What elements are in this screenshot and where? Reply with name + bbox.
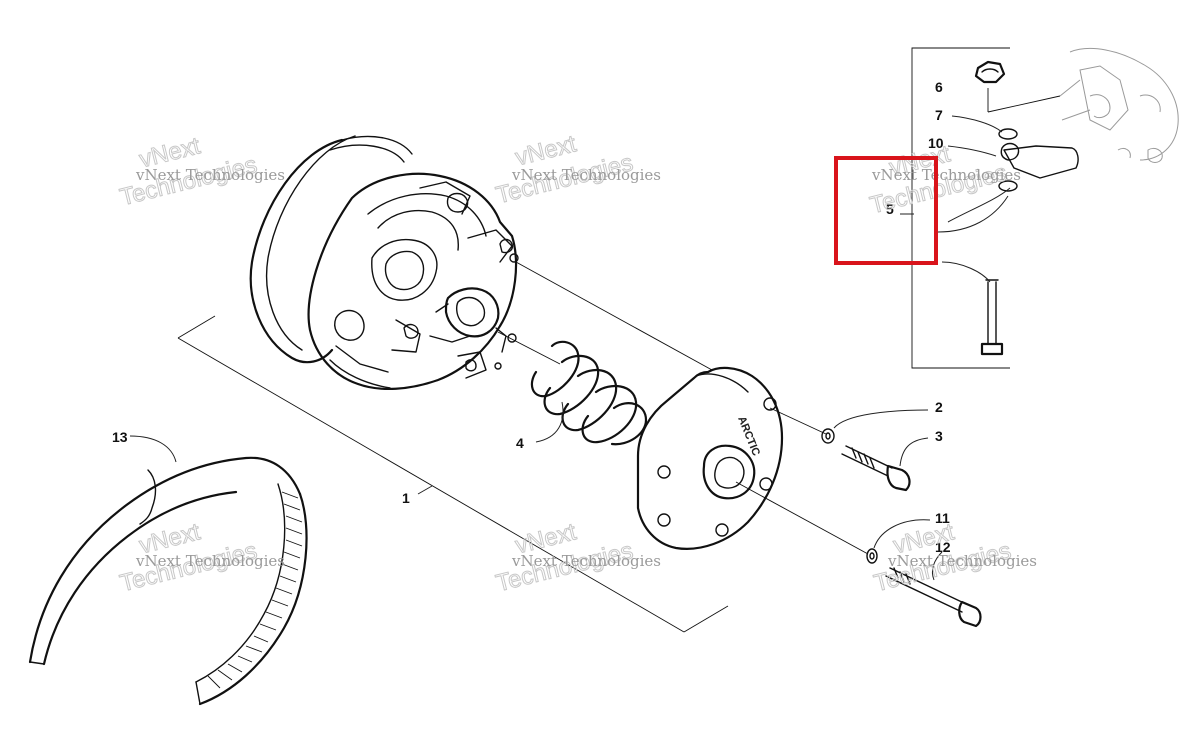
cover-plate-drawing: ARCTIC xyxy=(636,366,784,550)
part-label-13[interactable]: 13 xyxy=(112,429,128,445)
watermark-text-top-center: vNext Technologies xyxy=(511,166,661,184)
part-label-3[interactable]: 3 xyxy=(935,428,943,444)
washer-11-drawing xyxy=(866,548,878,564)
bolt-3-drawing xyxy=(841,445,911,492)
watermark-text-top-left: vNext Technologies xyxy=(135,166,285,184)
inset-washers-drawing xyxy=(998,128,1018,192)
part-label-1[interactable]: 1 xyxy=(402,490,410,506)
assembly-centerlines xyxy=(497,261,869,555)
part-label-7[interactable]: 7 xyxy=(935,107,943,123)
inset-arm-drawing xyxy=(1000,142,1079,179)
inset-leader-lines xyxy=(937,88,1061,283)
watermark-text-bottom-right: vNext Technologies xyxy=(887,552,1037,570)
watermark-text-bottom-center: vNext Technologies xyxy=(511,552,661,570)
part-label-12[interactable]: 12 xyxy=(935,539,951,555)
part-label-10[interactable]: 10 xyxy=(928,135,944,151)
part-label-6[interactable]: 6 xyxy=(935,79,943,95)
watermark-text-top-right: vNext Technologies xyxy=(871,166,1021,184)
washer-2-drawing xyxy=(821,428,835,444)
watermarks: vNext Technologies vNext Technologies vN… xyxy=(117,130,1037,598)
inset-bracket-drawing xyxy=(1059,47,1179,163)
drive-belt-drawing xyxy=(28,456,308,706)
part-label-4[interactable]: 4 xyxy=(516,435,524,451)
part-label-2[interactable]: 2 xyxy=(935,399,943,415)
label-leaders xyxy=(129,213,943,581)
spring-drawing xyxy=(530,340,648,446)
assembly-frame-outline xyxy=(177,315,729,633)
inset-bolt-drawing xyxy=(980,279,1004,356)
inset-frame xyxy=(911,47,1010,369)
highlight-box-part-5 xyxy=(834,156,938,265)
part-label-11[interactable]: 11 xyxy=(935,510,950,526)
bolt-12-drawing xyxy=(885,567,982,628)
part-label-5[interactable]: 5 xyxy=(886,201,894,217)
watermark-text-bottom-left: vNext Technologies xyxy=(135,552,285,570)
cover-brand-text: ARCTIC xyxy=(735,415,762,458)
watermark-top-center: vNext Technologies xyxy=(493,130,636,210)
clutch-sheave-drawing xyxy=(249,135,519,391)
part-labels: 13 4 1 2 3 11 12 6 7 10 5 xyxy=(112,79,951,555)
inset-nut-6-drawing xyxy=(974,60,1006,84)
